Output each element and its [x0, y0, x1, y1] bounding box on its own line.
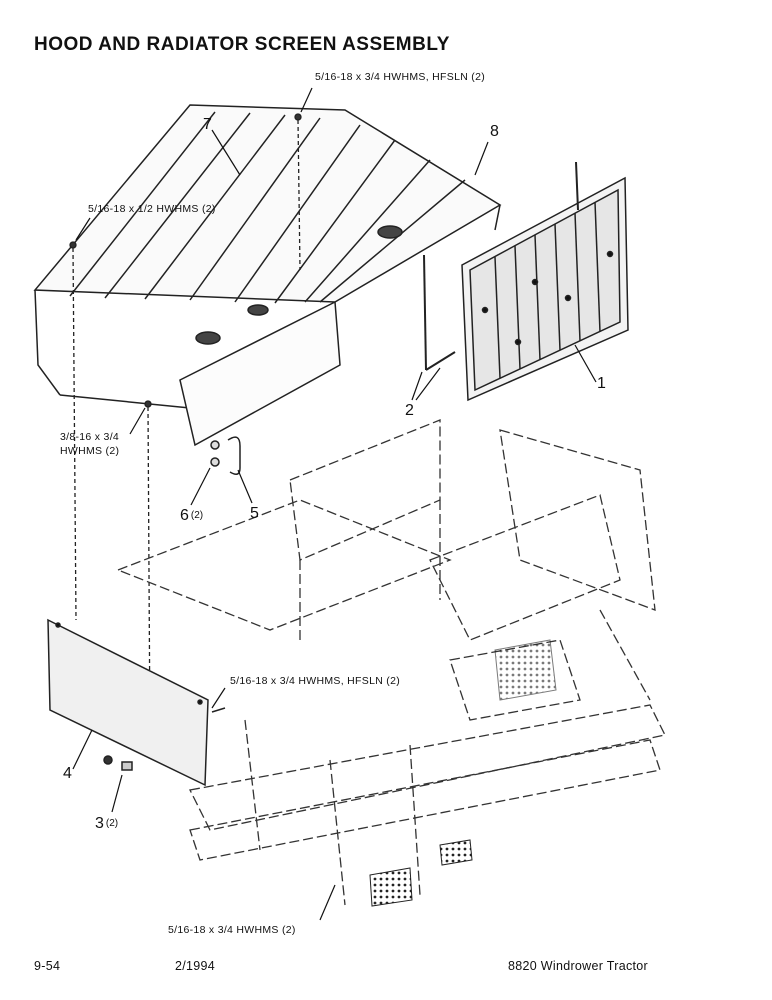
hood-bolts [69, 113, 302, 741]
item-number-5: 5 [250, 505, 259, 522]
leader-lines [72, 87, 597, 921]
chassis-phantom [116, 419, 666, 906]
item-number-7: 7 [203, 116, 212, 133]
item-number-3-qty: (2) [105, 818, 119, 829]
footer-model: 8820 Windrower Tractor [508, 959, 648, 973]
callout-bolt-mid-line1: 3/8-16 x 3/4 [60, 431, 120, 443]
item-number-6-label: 6 [180, 507, 189, 524]
hood-panel [33, 104, 502, 447]
radiator-screen [461, 176, 629, 402]
footer-date: 2/1994 [175, 959, 216, 973]
item-number-6-qty: (2) [190, 510, 204, 521]
perforated-steps [369, 639, 557, 907]
item-number-2: 2 [405, 402, 414, 419]
item-number-8: 8 [490, 123, 499, 140]
page-title: HOOD AND RADIATOR SCREEN ASSEMBLY [34, 34, 450, 55]
handle-and-washers [210, 436, 241, 475]
front-panel [47, 618, 226, 787]
item-number-6: 6(2) [180, 507, 203, 525]
callout-bolt-mid-line2: HWHMS (2) [60, 445, 120, 457]
item-number-1: 1 [597, 375, 606, 392]
item-number-4: 4 [63, 765, 72, 782]
callout-bolt-left: 5/16-18 x 1/2 HWHMS (2) [88, 203, 216, 215]
callout-bolt-bottom: 5/16-18 x 3/4 HWHMS (2) [168, 924, 296, 936]
callout-bolt-panel: 5/16-18 x 3/4 HWHMS, HFSLN (2) [230, 675, 401, 687]
footer-page-number: 9-54 [34, 959, 61, 973]
callout-bolt-top: 5/16-18 x 3/4 HWHMS, HFSLN (2) [315, 71, 486, 83]
item-number-3-label: 3 [95, 815, 104, 832]
screen-pins [423, 161, 579, 371]
item-number-3: 3(2) [95, 815, 118, 833]
